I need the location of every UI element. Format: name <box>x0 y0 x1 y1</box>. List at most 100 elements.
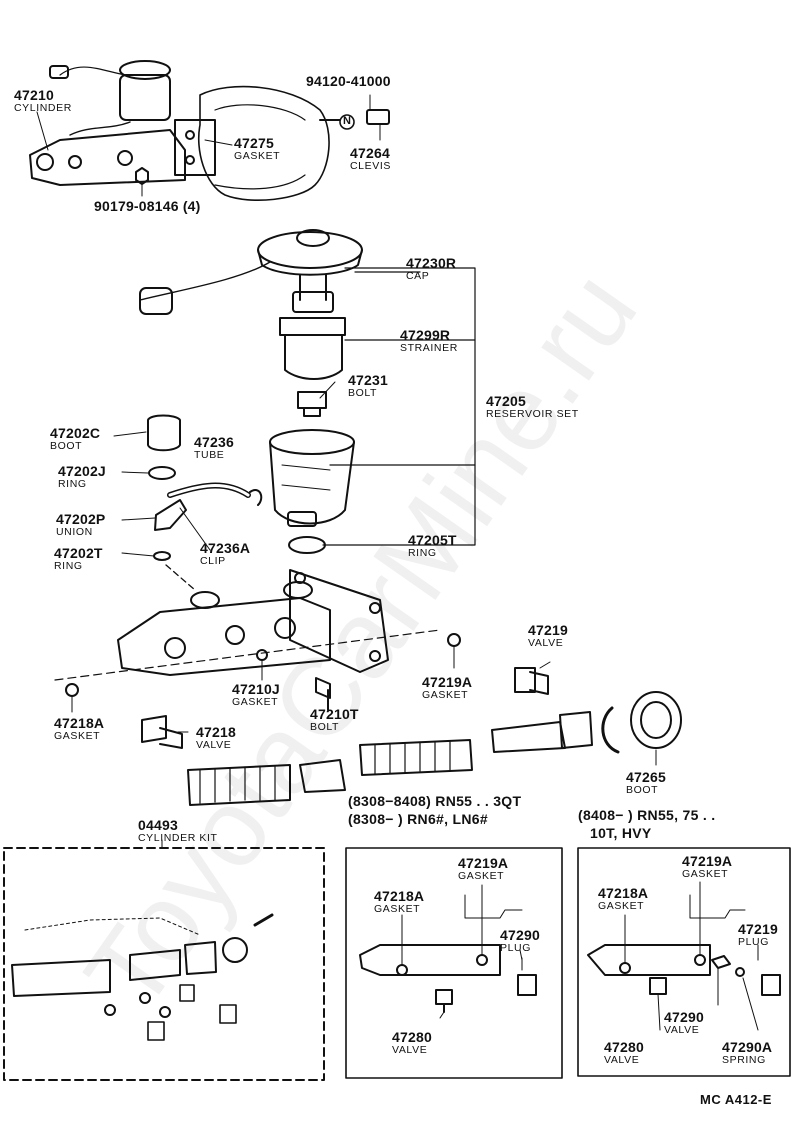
part-number: 47202C <box>50 425 101 441</box>
valve-47219-icon <box>514 667 549 695</box>
right-label-47280: 47280 VALVE <box>604 1040 644 1066</box>
part-number: 47290A <box>722 1039 773 1055</box>
part-number: 04493 <box>138 817 178 833</box>
part-number: 47280 <box>604 1039 644 1055</box>
marker-n: N <box>343 115 351 127</box>
part-number: 47299R <box>400 327 451 343</box>
valve-47218-icon <box>141 715 183 749</box>
part-number: 47236 <box>194 434 234 450</box>
label-47219A: 47219A GASKET <box>422 675 472 701</box>
part-name: GASKET <box>458 870 505 882</box>
range-line-3b: 10T, HVY <box>590 825 652 841</box>
label-47202C: 47202C BOOT <box>50 426 100 452</box>
part-name: CLIP <box>200 555 226 567</box>
part-name: BOLT <box>310 721 340 733</box>
mid-panel-illustration <box>359 884 537 1013</box>
right-label-47219: 47219 PLUG <box>738 922 778 948</box>
label-47210: 47210 CYLINDER <box>14 88 72 114</box>
label-47205: 47205 RESERVOIR SET <box>486 394 579 420</box>
label-04493: 04493 CYLINDER KIT <box>138 818 218 844</box>
part-number: 47218 <box>196 724 236 740</box>
part-name: CYLINDER KIT <box>138 832 218 844</box>
mid-label-47218A: 47218A GASKET <box>374 889 424 915</box>
label-47210T: 47210T BOLT <box>310 707 359 733</box>
part-number: 47202T <box>54 545 103 561</box>
part-name: GASKET <box>422 689 469 701</box>
part-number: 47202J <box>58 463 106 479</box>
part-number: 47202P <box>56 511 106 527</box>
part-number: 47210 <box>14 87 54 103</box>
reservoir-body-illustration <box>269 429 355 527</box>
part-name: CAP <box>406 270 430 282</box>
nut-90179-icon <box>135 167 149 185</box>
label-47265: 47265 BOOT <box>626 770 666 796</box>
part-number: 47205T <box>408 532 457 548</box>
range-line-2: (8308− ) RN6#, LN6# <box>348 811 488 827</box>
label-47205T: 47205T RING <box>408 533 457 559</box>
part-name: UNION <box>56 526 93 538</box>
part-number: 47219 <box>738 921 778 937</box>
part-number: 47210T <box>310 706 359 722</box>
part-name: RING <box>54 560 83 572</box>
union-47202P-icon <box>154 499 187 531</box>
part-name: CYLINDER <box>14 102 72 114</box>
master-cylinder-top-illustration <box>29 60 216 186</box>
right-panel-frame <box>577 847 791 1077</box>
mid-label-47280: 47280 VALVE <box>392 1030 432 1056</box>
part-name: VALVE <box>392 1044 428 1056</box>
part-name: GASKET <box>54 730 101 742</box>
boot-47265-icon <box>630 691 682 749</box>
right-label-47218A: 47218A GASKET <box>598 886 648 912</box>
part-name: PLUG <box>738 936 769 948</box>
label-47202P: 47202P UNION <box>56 512 105 538</box>
right-label-47290A: 47290A SPRING <box>722 1040 772 1066</box>
part-name: BOOT <box>626 784 659 796</box>
leader-lines <box>36 94 759 1031</box>
right-label-47290: 47290 VALVE <box>664 1010 704 1036</box>
part-number: 47218A <box>54 715 105 731</box>
part-number: 47218A <box>598 885 649 901</box>
label-47299R: 47299R STRAINER <box>400 328 458 354</box>
part-name: PLUG <box>500 942 531 954</box>
range-line-3a: (8408− ) RN55, 75 . . <box>578 807 716 823</box>
footer-code: MC A412-E <box>700 1092 772 1107</box>
part-name: GASKET <box>232 696 279 708</box>
part-number: 47236A <box>200 540 251 556</box>
part-name: RING <box>408 547 437 559</box>
part-number: 47264 <box>350 145 390 161</box>
label-47202J: 47202J RING <box>58 464 106 490</box>
part-number: 94120-41000 <box>306 73 391 89</box>
reservoir-cap-illustration <box>139 229 363 315</box>
part-name: GASKET <box>598 900 645 912</box>
part-name: GASKET <box>682 868 729 880</box>
mid-label-47219A: 47219A GASKET <box>458 856 508 882</box>
part-number: 47219 <box>528 622 568 638</box>
label-47218A: 47218A GASKET <box>54 716 104 742</box>
part-name: GASKET <box>234 150 281 162</box>
label-47236: 47236 TUBE <box>194 435 234 461</box>
part-number: 47219A <box>422 674 473 690</box>
part-number: 47230R <box>406 255 457 271</box>
part-number: 47290 <box>664 1009 704 1025</box>
range-line-1: (8308−8408) RN55 . . 3QT <box>348 793 522 809</box>
label-47230R: 47230R CAP <box>406 256 456 282</box>
part-number: 47265 <box>626 769 666 785</box>
part-name: VALVE <box>196 739 232 751</box>
part-number: 47219A <box>458 855 509 871</box>
snap-ring-icon <box>601 706 620 754</box>
mid-panel-frame <box>345 847 563 1079</box>
part-name: SPRING <box>722 1054 766 1066</box>
boot-47202C-icon <box>147 414 181 452</box>
gasket-47218A-icon <box>65 683 79 697</box>
part-number: 47290 <box>500 927 540 943</box>
bolt-47231-icon <box>297 391 327 417</box>
part-name: TUBE <box>194 449 225 461</box>
label-47264: 47264 CLEVIS <box>350 146 391 172</box>
cylinder-kit-frame <box>3 847 325 1081</box>
piston-assembly-illustration <box>187 711 593 806</box>
part-name: VALVE <box>604 1054 640 1066</box>
part-name: STRAINER <box>400 342 458 354</box>
clip-47236A-icon <box>249 489 263 506</box>
